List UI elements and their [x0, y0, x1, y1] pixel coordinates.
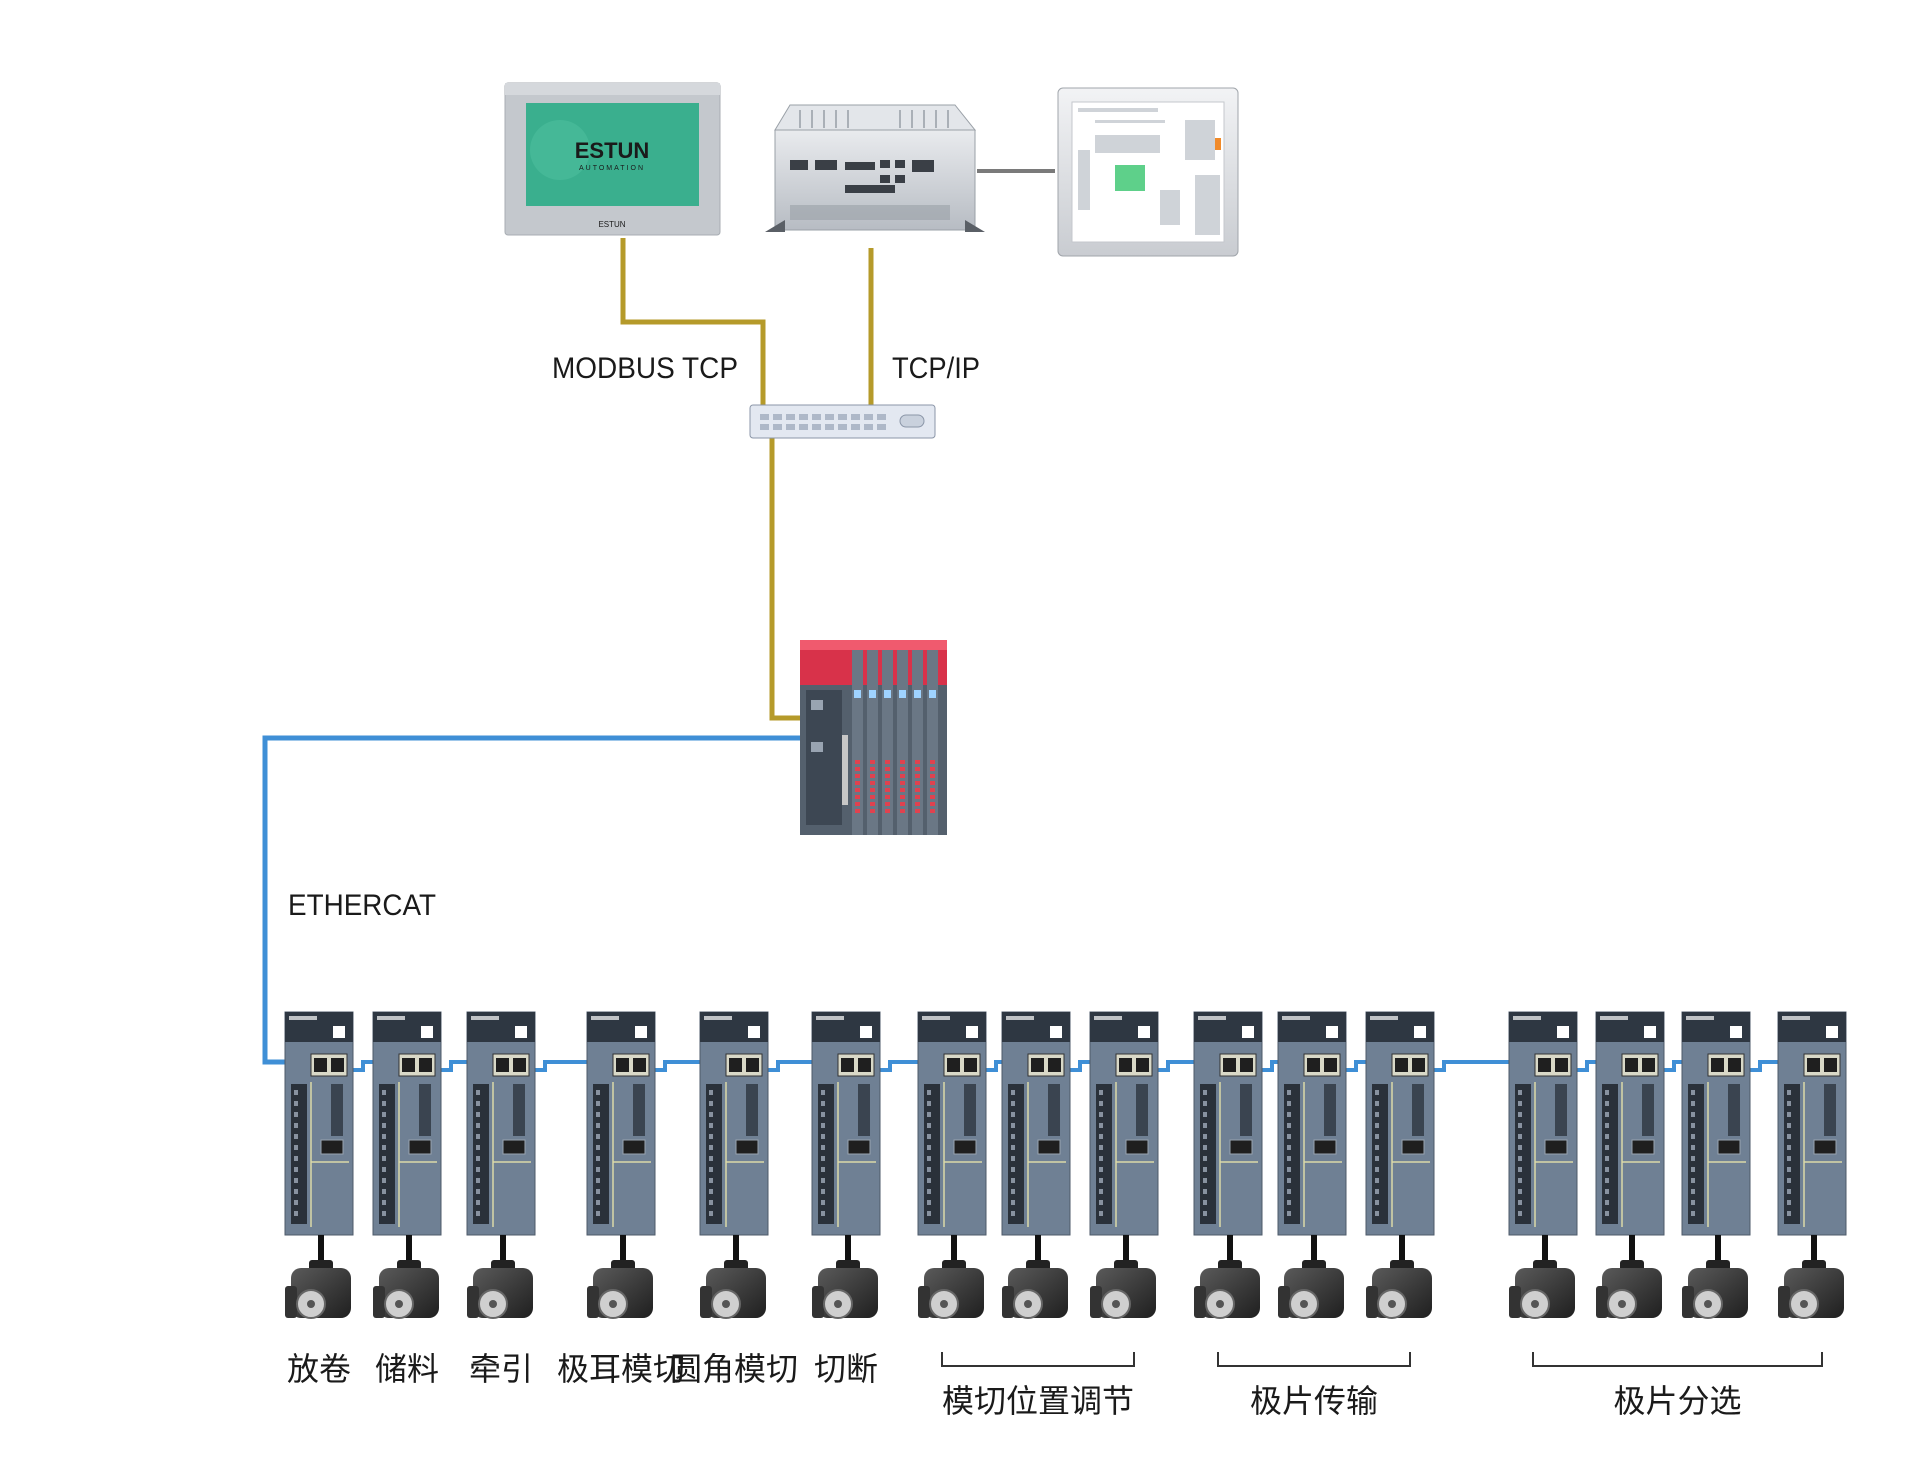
servo-unit — [917, 1011, 987, 1319]
servo-motor — [285, 1260, 351, 1319]
cables — [262, 169, 1778, 1072]
ethercat-link — [1750, 1060, 1778, 1072]
group-label: 牵引 — [469, 1350, 533, 1388]
servo-motor — [1682, 1260, 1748, 1319]
modbus-cable-plc — [769, 438, 808, 721]
group-label: 极片传输 — [1250, 1382, 1378, 1420]
group-label: 储料 — [375, 1350, 439, 1388]
ethercat-link — [1346, 1060, 1366, 1072]
servo-motor — [1509, 1260, 1575, 1319]
servo-unit — [1508, 1011, 1578, 1319]
servo-unit — [284, 1011, 354, 1319]
hmi-subtitle: AUTOMATION — [579, 165, 645, 172]
modbus-tcp-label: MODBUS TCP — [552, 352, 738, 385]
group-bracket — [1532, 1352, 1823, 1367]
group-bracket — [941, 1352, 1135, 1367]
servo-motor — [1778, 1260, 1844, 1319]
servo-motor — [1194, 1260, 1260, 1319]
modbus-cable-hmi — [620, 238, 766, 405]
servo-unit — [372, 1011, 442, 1319]
ethercat-cable-main — [262, 735, 808, 1065]
servo-motor — [1366, 1260, 1432, 1319]
ethercat-link — [1158, 1060, 1194, 1072]
servo-motor — [1090, 1260, 1156, 1319]
ethercat-link — [768, 1060, 812, 1072]
ethercat-link — [1434, 1060, 1509, 1072]
servo-unit — [1193, 1011, 1263, 1319]
servo-motor — [1278, 1260, 1344, 1319]
servo-unit — [1001, 1011, 1071, 1319]
ethercat-link — [353, 1060, 373, 1072]
servo-unit — [699, 1011, 769, 1319]
servo-motor — [700, 1260, 766, 1319]
plc-rack — [800, 640, 947, 835]
servo-unit — [1595, 1011, 1665, 1319]
group-label: 模切位置调节 — [942, 1382, 1134, 1420]
monitor-green-panel — [1115, 165, 1145, 191]
ethercat-link — [986, 1060, 1002, 1072]
group-labels: 放卷储料牵引极耳模切圆角模切切断模切位置调节 极片传输 极片分选 — [287, 1350, 1823, 1420]
ethercat-link — [535, 1060, 587, 1072]
servo-motor — [918, 1260, 984, 1319]
servo-unit — [586, 1011, 656, 1319]
industrial-pc — [765, 104, 985, 232]
servo-units — [284, 1011, 1847, 1319]
servo-motor — [1002, 1260, 1068, 1319]
servo-unit — [466, 1011, 536, 1319]
servo-unit — [1777, 1011, 1847, 1319]
network-switch — [749, 404, 936, 439]
ethercat-link — [1070, 1060, 1090, 1072]
ethercat-link — [1664, 1060, 1682, 1072]
hmi-bezel-logo: ESTUN — [598, 220, 625, 229]
servo-unit — [1365, 1011, 1435, 1319]
hmi-logo-icon — [530, 120, 590, 180]
servo-motor — [587, 1260, 653, 1319]
servo-motor — [467, 1260, 533, 1319]
servo-motor — [812, 1260, 878, 1319]
group-label: 放卷 — [287, 1350, 351, 1388]
hmi-brand: ESTUN — [575, 138, 650, 163]
tcpip-label: TCP/IP — [892, 352, 980, 385]
servo-motor — [373, 1260, 439, 1319]
group-label: 极耳模切 — [557, 1350, 685, 1388]
ethercat-link — [880, 1060, 918, 1072]
ethercat-label: ETHERCAT — [288, 889, 436, 922]
ethercat-daisy-chain — [353, 1060, 1778, 1072]
servo-unit — [1681, 1011, 1751, 1319]
ethercat-link — [655, 1060, 700, 1072]
group-label: 极片分选 — [1613, 1382, 1741, 1420]
touch-monitor — [1057, 87, 1239, 257]
group-bracket — [1217, 1352, 1411, 1367]
group-label: 切断 — [814, 1350, 878, 1388]
ethercat-link — [1577, 1060, 1596, 1072]
group-label: 圆角模切 — [670, 1350, 798, 1388]
ethercat-link — [1262, 1060, 1278, 1072]
servo-unit — [1277, 1011, 1347, 1319]
ethercat-link — [441, 1060, 467, 1072]
servo-unit — [811, 1011, 881, 1319]
servo-unit — [1089, 1011, 1159, 1319]
servo-motor — [1596, 1260, 1662, 1319]
hmi-panel: ESTUN AUTOMATION ESTUN — [504, 82, 721, 236]
